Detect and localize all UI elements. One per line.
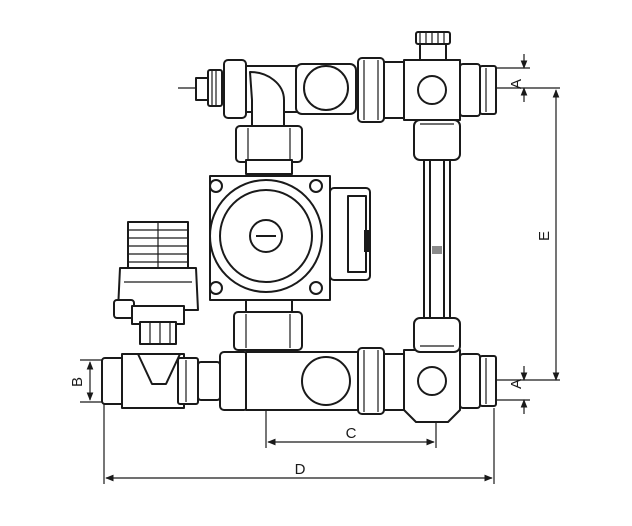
bottom-pipe-assembly xyxy=(101,347,497,423)
label-a-bottom: A xyxy=(508,379,525,389)
thermostatic-head xyxy=(113,221,199,345)
bypass-pipe xyxy=(413,119,461,353)
label-b: B xyxy=(69,377,86,387)
label-c: C xyxy=(346,425,357,442)
dimension-lines xyxy=(80,54,560,484)
label-d: D xyxy=(295,461,306,478)
pump-top-union xyxy=(235,125,303,175)
label-e: E xyxy=(536,231,553,241)
label-a-top: A xyxy=(508,79,525,89)
circulation-pump xyxy=(209,175,371,301)
top-pipe-assembly xyxy=(178,31,497,129)
pump-bottom-union xyxy=(233,299,303,351)
